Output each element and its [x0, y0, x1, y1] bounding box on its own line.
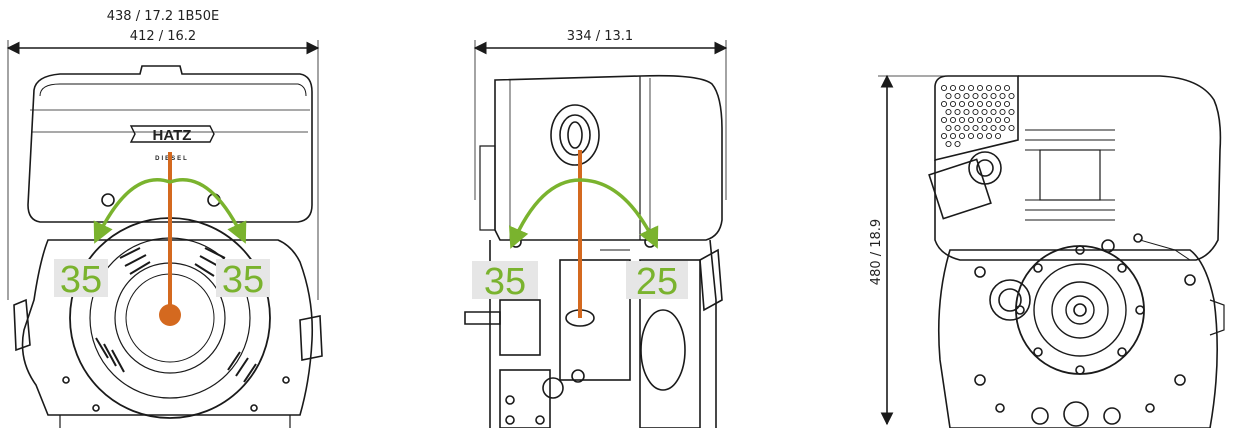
rear-crankcase: [937, 249, 1218, 428]
rear-view: [878, 74, 1225, 428]
side-length-label: 334 / 13.1: [567, 29, 633, 44]
rear-starter-housing: [928, 158, 992, 220]
front-left-angle-box: [54, 259, 108, 297]
front-body: [21, 239, 314, 416]
rear-grille-holes: [940, 84, 1015, 148]
front-center-dot: [159, 304, 181, 326]
rear-height-label: 480 / 18.9: [869, 219, 884, 285]
side-filler-cap: [550, 104, 600, 166]
side-left-angle-box: [472, 261, 538, 299]
front-right-angle: 35: [222, 259, 264, 301]
side-left-angle: 35: [484, 261, 526, 303]
hatz-logo: HATZ DIESEL: [129, 125, 215, 162]
rear-grille-panel: [934, 75, 1019, 162]
svg-text:HATZ: HATZ: [153, 127, 192, 144]
front-width-label-lower: 412 / 16.2: [130, 29, 196, 44]
front-tilt-indicator: 35 35: [54, 152, 270, 326]
side-hood: [494, 74, 723, 241]
front-width-label-upper: 438 / 17.2 1B50E: [107, 9, 219, 24]
side-right-angle-box: [626, 261, 688, 299]
front-left-angle: 35: [60, 259, 102, 301]
front-tilt-arc: [93, 178, 247, 244]
front-right-angle-box: [216, 259, 270, 297]
side-view: [464, 40, 728, 428]
side-right-angle: 25: [636, 261, 678, 303]
side-tilt-arc: [509, 178, 659, 249]
side-tilt-indicator: 35 25: [472, 150, 688, 318]
front-hood: [27, 65, 313, 223]
front-view: [6, 40, 323, 428]
